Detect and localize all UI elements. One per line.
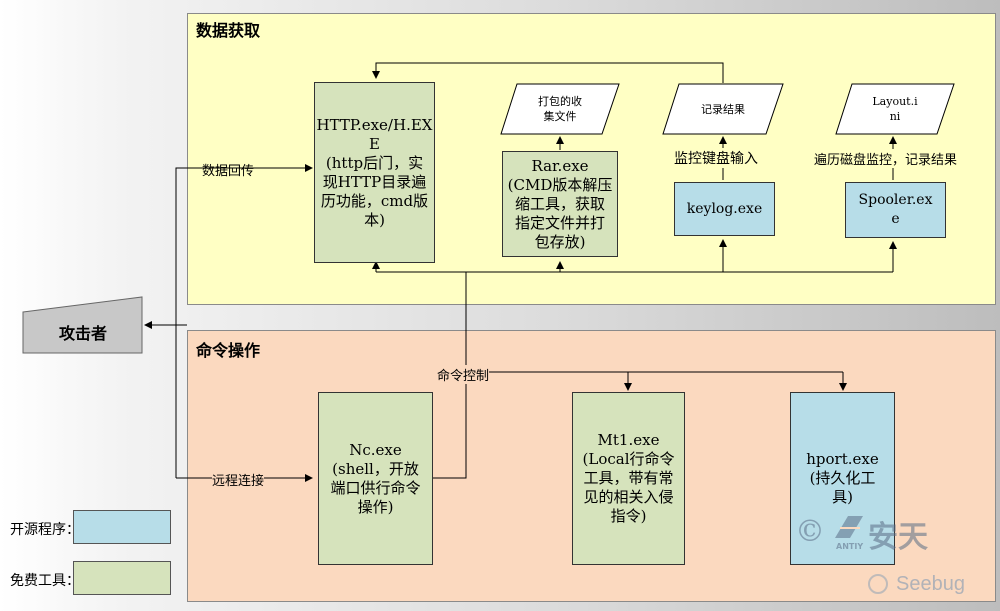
command-operations-title: 命令操作	[196, 341, 261, 360]
attacker-shape	[22, 296, 143, 354]
watermark-brand-sub: ANTIY	[836, 542, 864, 551]
http-exe-node: HTTP.exe/H.EX E (http后门，实 现HTTP目录遍 历功能，c…	[314, 82, 435, 263]
copyright-icon: ©	[795, 514, 825, 549]
packed-files-label: 打包的收 集文件	[538, 95, 582, 123]
data-acquisition-title: 数据获取	[196, 21, 261, 40]
legend-open-source-swatch	[73, 510, 171, 544]
watermark-site: Seebug	[896, 573, 965, 595]
layout-ini-label: Layout.i ni	[872, 95, 918, 123]
data-return-label: 数据回传	[202, 164, 255, 179]
record-result-shape	[662, 83, 784, 135]
rar-exe-node: Rar.exe (CMD版本解压 缩工具，获取 指定文件并打 包存放)	[502, 151, 618, 257]
legend-open-source-label: 开源程序：	[10, 522, 80, 538]
mt1-exe-node: Mt1.exe (Local行命令 工具，带有常 见的相关入侵 指令)	[572, 392, 685, 565]
watermark-brand: 安天	[868, 520, 928, 555]
packed-files-shape	[500, 83, 620, 135]
disk-monitor-label: 遍历磁盘监控，记录结果	[814, 149, 958, 168]
nc-exe-node: Nc.exe (shell，开放 端口供行命令 操作)	[318, 392, 433, 565]
command-control-label: 命令控制	[437, 365, 490, 384]
spooler-exe-node: Spooler.ex e	[845, 182, 946, 238]
record-result-label: 记录结果	[701, 102, 745, 116]
seebug-logo-icon	[868, 574, 888, 594]
layout-ini-shape	[835, 83, 955, 135]
legend-free-tool-swatch	[73, 561, 171, 595]
remote-connect-label: 远程连接	[212, 470, 265, 489]
attacker-label: 攻击者	[58, 324, 107, 343]
keyboard-monitor-label: 监控键盘输入	[674, 148, 758, 168]
antiy-logo-icon	[835, 516, 863, 538]
legend-free-tool-label: 免费工具：	[10, 573, 80, 589]
keylog-exe-node: keylog.exe	[674, 182, 775, 236]
